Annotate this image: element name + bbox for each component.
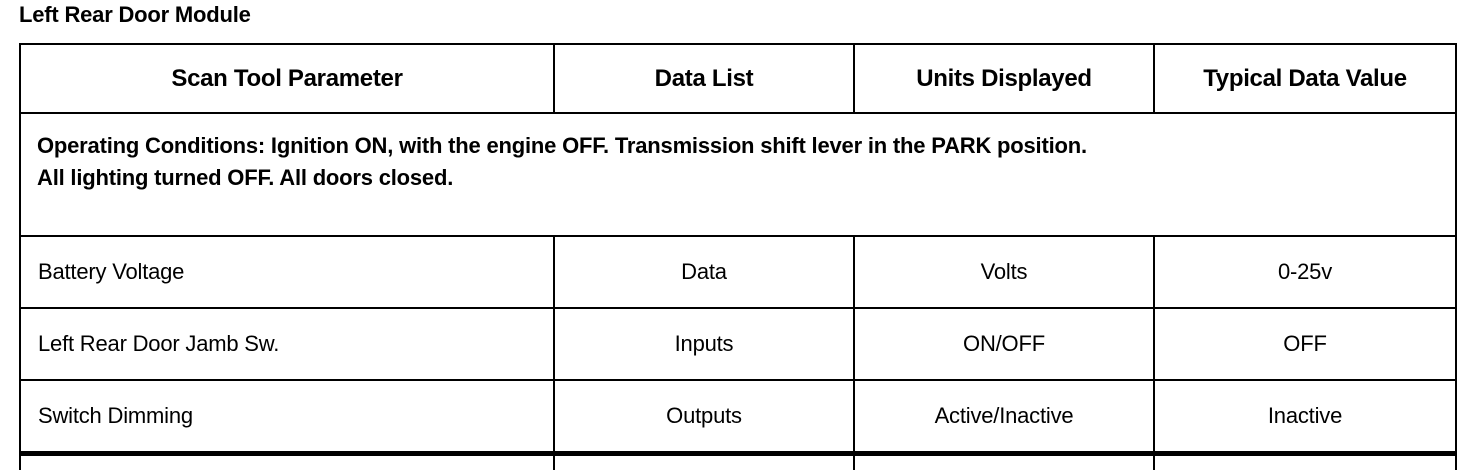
column-header-data-list: Data List: [554, 44, 854, 113]
cell-typical-value: 0-25v: [1154, 236, 1456, 308]
column-header-typical-data-value: Typical Data Value: [1154, 44, 1456, 113]
page-title: Left Rear Door Module: [19, 1, 251, 29]
cell-units: ON/OFF: [854, 308, 1154, 380]
operating-conditions-row: Operating Conditions: Ignition ON, with …: [20, 113, 1456, 236]
operating-conditions-line-1: Operating Conditions: Ignition ON, with …: [37, 130, 1439, 162]
cell-units: Volts: [854, 236, 1154, 308]
cell-data-list: Outputs: [554, 380, 854, 454]
cell-data-list: Inputs: [554, 308, 854, 380]
operating-conditions-cell: Operating Conditions: Ignition ON, with …: [20, 113, 1456, 236]
cell-typical-value: Inactive: [1154, 380, 1456, 454]
table-row: Battery Voltage Data Volts 0-25v: [20, 236, 1456, 308]
scan-tool-parameter-table: Scan Tool Parameter Data List Units Disp…: [19, 43, 1457, 470]
operating-conditions-line-2: All lighting turned OFF. All doors close…: [37, 162, 1439, 194]
cell-parameter: Battery Voltage: [20, 236, 554, 308]
table-row: Left Rear Door Jamb Sw. Inputs ON/OFF OF…: [20, 308, 1456, 380]
column-header-units-displayed: Units Displayed: [854, 44, 1154, 113]
cell-units: Active/Inactive: [854, 380, 1154, 454]
cell-parameter: Switch Dimming: [20, 380, 554, 454]
table-row: Switch Dimming Outputs Active/Inactive I…: [20, 380, 1456, 454]
cell-typical-value: OFF: [1154, 308, 1456, 380]
column-header-scan-tool-parameter: Scan Tool Parameter: [20, 44, 554, 113]
table-header-row: Scan Tool Parameter Data List Units Disp…: [20, 44, 1456, 113]
cell-parameter: Left Rear Door Jamb Sw.: [20, 308, 554, 380]
cell-data-list: Data: [554, 236, 854, 308]
